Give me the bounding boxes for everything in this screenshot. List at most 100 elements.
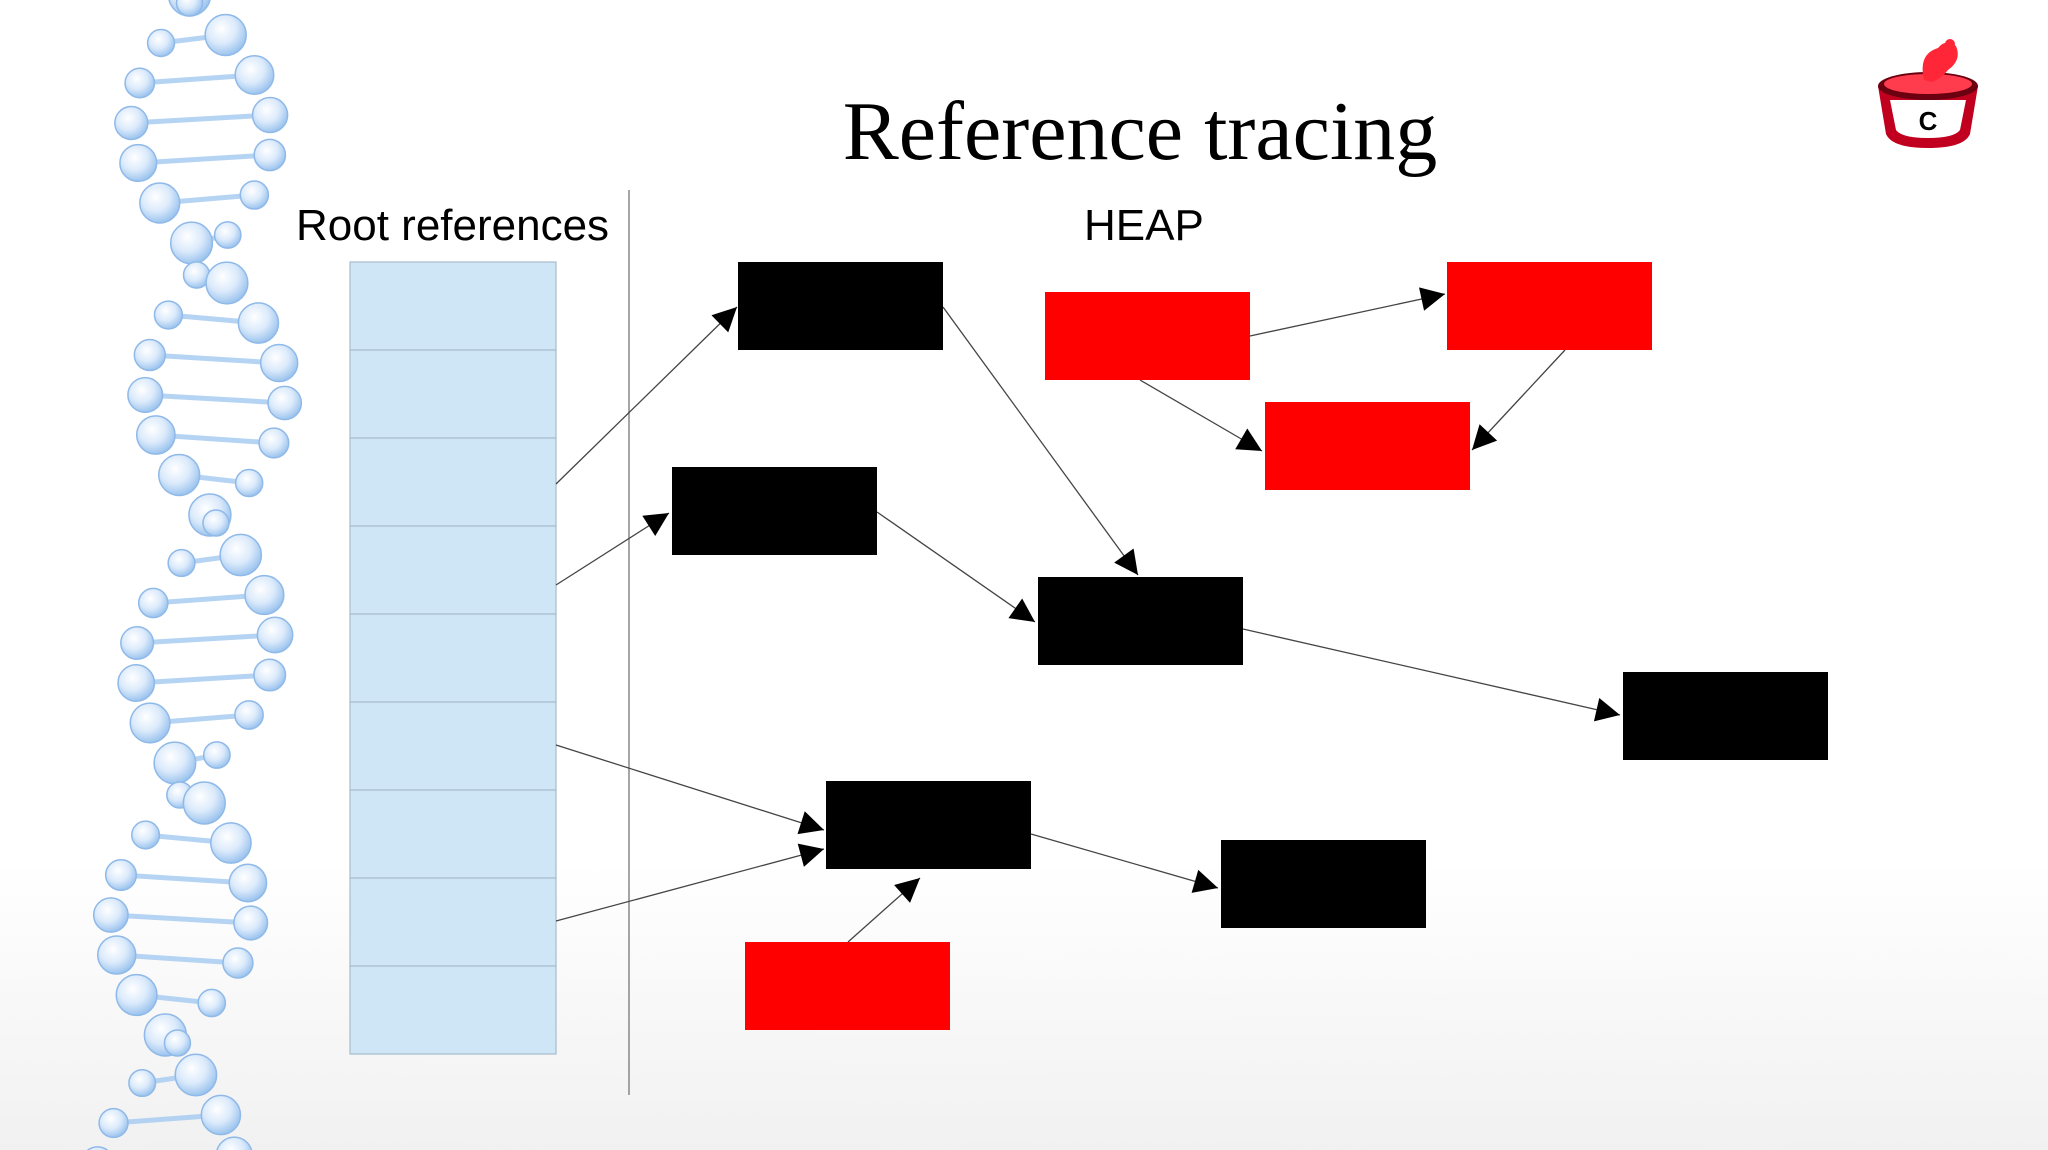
- dna-node: [233, 905, 269, 941]
- dna-node: [251, 96, 289, 134]
- dna-node: [137, 587, 169, 619]
- root-slot-2: [349, 349, 557, 439]
- dna-node: [234, 468, 264, 498]
- root-slot-5: [349, 613, 557, 703]
- dna-node: [239, 180, 270, 210]
- slide-title: Reference tracing: [842, 85, 1438, 178]
- reference-arrow-A-to-C: [942, 306, 1139, 576]
- dna-node: [92, 897, 129, 933]
- reference-arrow-G-to-H: [1249, 287, 1446, 337]
- reachable-object-B: [672, 467, 877, 555]
- dna-rung: [142, 392, 288, 406]
- reachable-object-C: [1038, 577, 1243, 665]
- reference-arrow-root-8-to-E: [555, 843, 825, 922]
- dna-node: [237, 302, 280, 344]
- dna-node: [120, 625, 155, 661]
- dna-node: [163, 1029, 192, 1057]
- unreachable-object-G: [1045, 292, 1250, 380]
- reference-arrow-root-4-to-B: [555, 512, 670, 586]
- dna-node: [222, 947, 254, 979]
- dna-node: [234, 54, 275, 96]
- dna-node: [216, 1136, 253, 1150]
- dna-node: [96, 935, 137, 975]
- root-references-column: [349, 261, 557, 1055]
- reference-arrow-J-to-E: [847, 877, 921, 943]
- dna-node: [253, 138, 287, 172]
- dna-node: [267, 385, 303, 421]
- root-slot-8: [349, 877, 557, 967]
- dna-node: [131, 820, 161, 850]
- dna-node: [146, 28, 176, 58]
- dna-node: [119, 143, 158, 183]
- dna-node: [153, 300, 184, 330]
- dna-node: [205, 261, 249, 305]
- dna-node: [204, 13, 247, 57]
- reference-arrow-H-to-I: [1471, 349, 1566, 451]
- dna-node: [228, 863, 268, 903]
- dna-node: [234, 700, 264, 730]
- dna-node: [202, 509, 230, 537]
- dna-node: [104, 858, 138, 892]
- dna-helix-icon: [86, 0, 303, 1150]
- heap-label: HEAP: [1084, 201, 1204, 250]
- reachable-object-A: [738, 262, 943, 350]
- dna-node: [115, 973, 158, 1017]
- dna-node: [117, 664, 156, 702]
- root-slot-6: [349, 701, 557, 791]
- dna-node: [124, 67, 156, 99]
- dna-node: [182, 781, 226, 825]
- reference-arrows: [555, 287, 1621, 943]
- root-references-label: Root references: [296, 201, 610, 250]
- dna-node: [259, 343, 299, 383]
- dna-node: [258, 427, 290, 459]
- dna-node: [114, 105, 149, 141]
- root-slot-1: [349, 261, 557, 351]
- dna-node: [133, 338, 167, 372]
- dna-node: [127, 376, 164, 414]
- dna-node: [135, 415, 176, 455]
- dna-node: [202, 741, 231, 769]
- dna-node: [213, 221, 242, 249]
- dna-rung: [118, 872, 251, 886]
- reference-arrow-G-to-I: [1139, 379, 1263, 452]
- dna-node: [175, 0, 204, 17]
- dna-node: [174, 1053, 218, 1097]
- dna-node: [256, 616, 294, 654]
- dna-node: [200, 1094, 242, 1136]
- dna-node: [253, 658, 287, 692]
- logo-letter: C: [1919, 106, 1938, 136]
- unreachable-object-J: [745, 942, 950, 1030]
- unreachable-object-I: [1265, 402, 1470, 490]
- reachable-object-E: [826, 781, 1031, 869]
- unreachable-object-H: [1447, 262, 1652, 350]
- dna-node: [139, 182, 181, 224]
- dna-rung: [135, 152, 273, 166]
- dna-node: [244, 574, 285, 616]
- dna-rung: [108, 912, 254, 926]
- reachable-object-D: [1623, 672, 1828, 760]
- dna-node: [129, 702, 171, 744]
- root-slot-9: [349, 965, 557, 1055]
- reachable-object-F: [1221, 840, 1426, 928]
- reference-arrow-root-6-to-E: [555, 744, 825, 835]
- dna-rung: [128, 112, 273, 126]
- dna-node: [219, 533, 263, 577]
- dna-node: [209, 822, 252, 864]
- heap-objects: [672, 262, 1828, 1030]
- dna-node: [98, 1107, 129, 1139]
- dna-rung: [147, 352, 282, 366]
- dna-node: [86, 1146, 109, 1150]
- reference-arrow-B-to-C: [876, 511, 1036, 623]
- dna-node: [197, 988, 227, 1018]
- root-slot-4: [349, 525, 557, 615]
- logo-bucket-icon: C: [1878, 39, 1978, 148]
- reference-arrow-C-to-D: [1242, 628, 1621, 722]
- root-slot-3: [349, 437, 557, 527]
- dna-rung: [114, 952, 241, 966]
- reference-arrow-root-3-to-A: [555, 306, 738, 485]
- root-slot-7: [349, 789, 557, 879]
- dna-node: [128, 1068, 157, 1098]
- reference-arrow-E-to-F: [1030, 833, 1219, 893]
